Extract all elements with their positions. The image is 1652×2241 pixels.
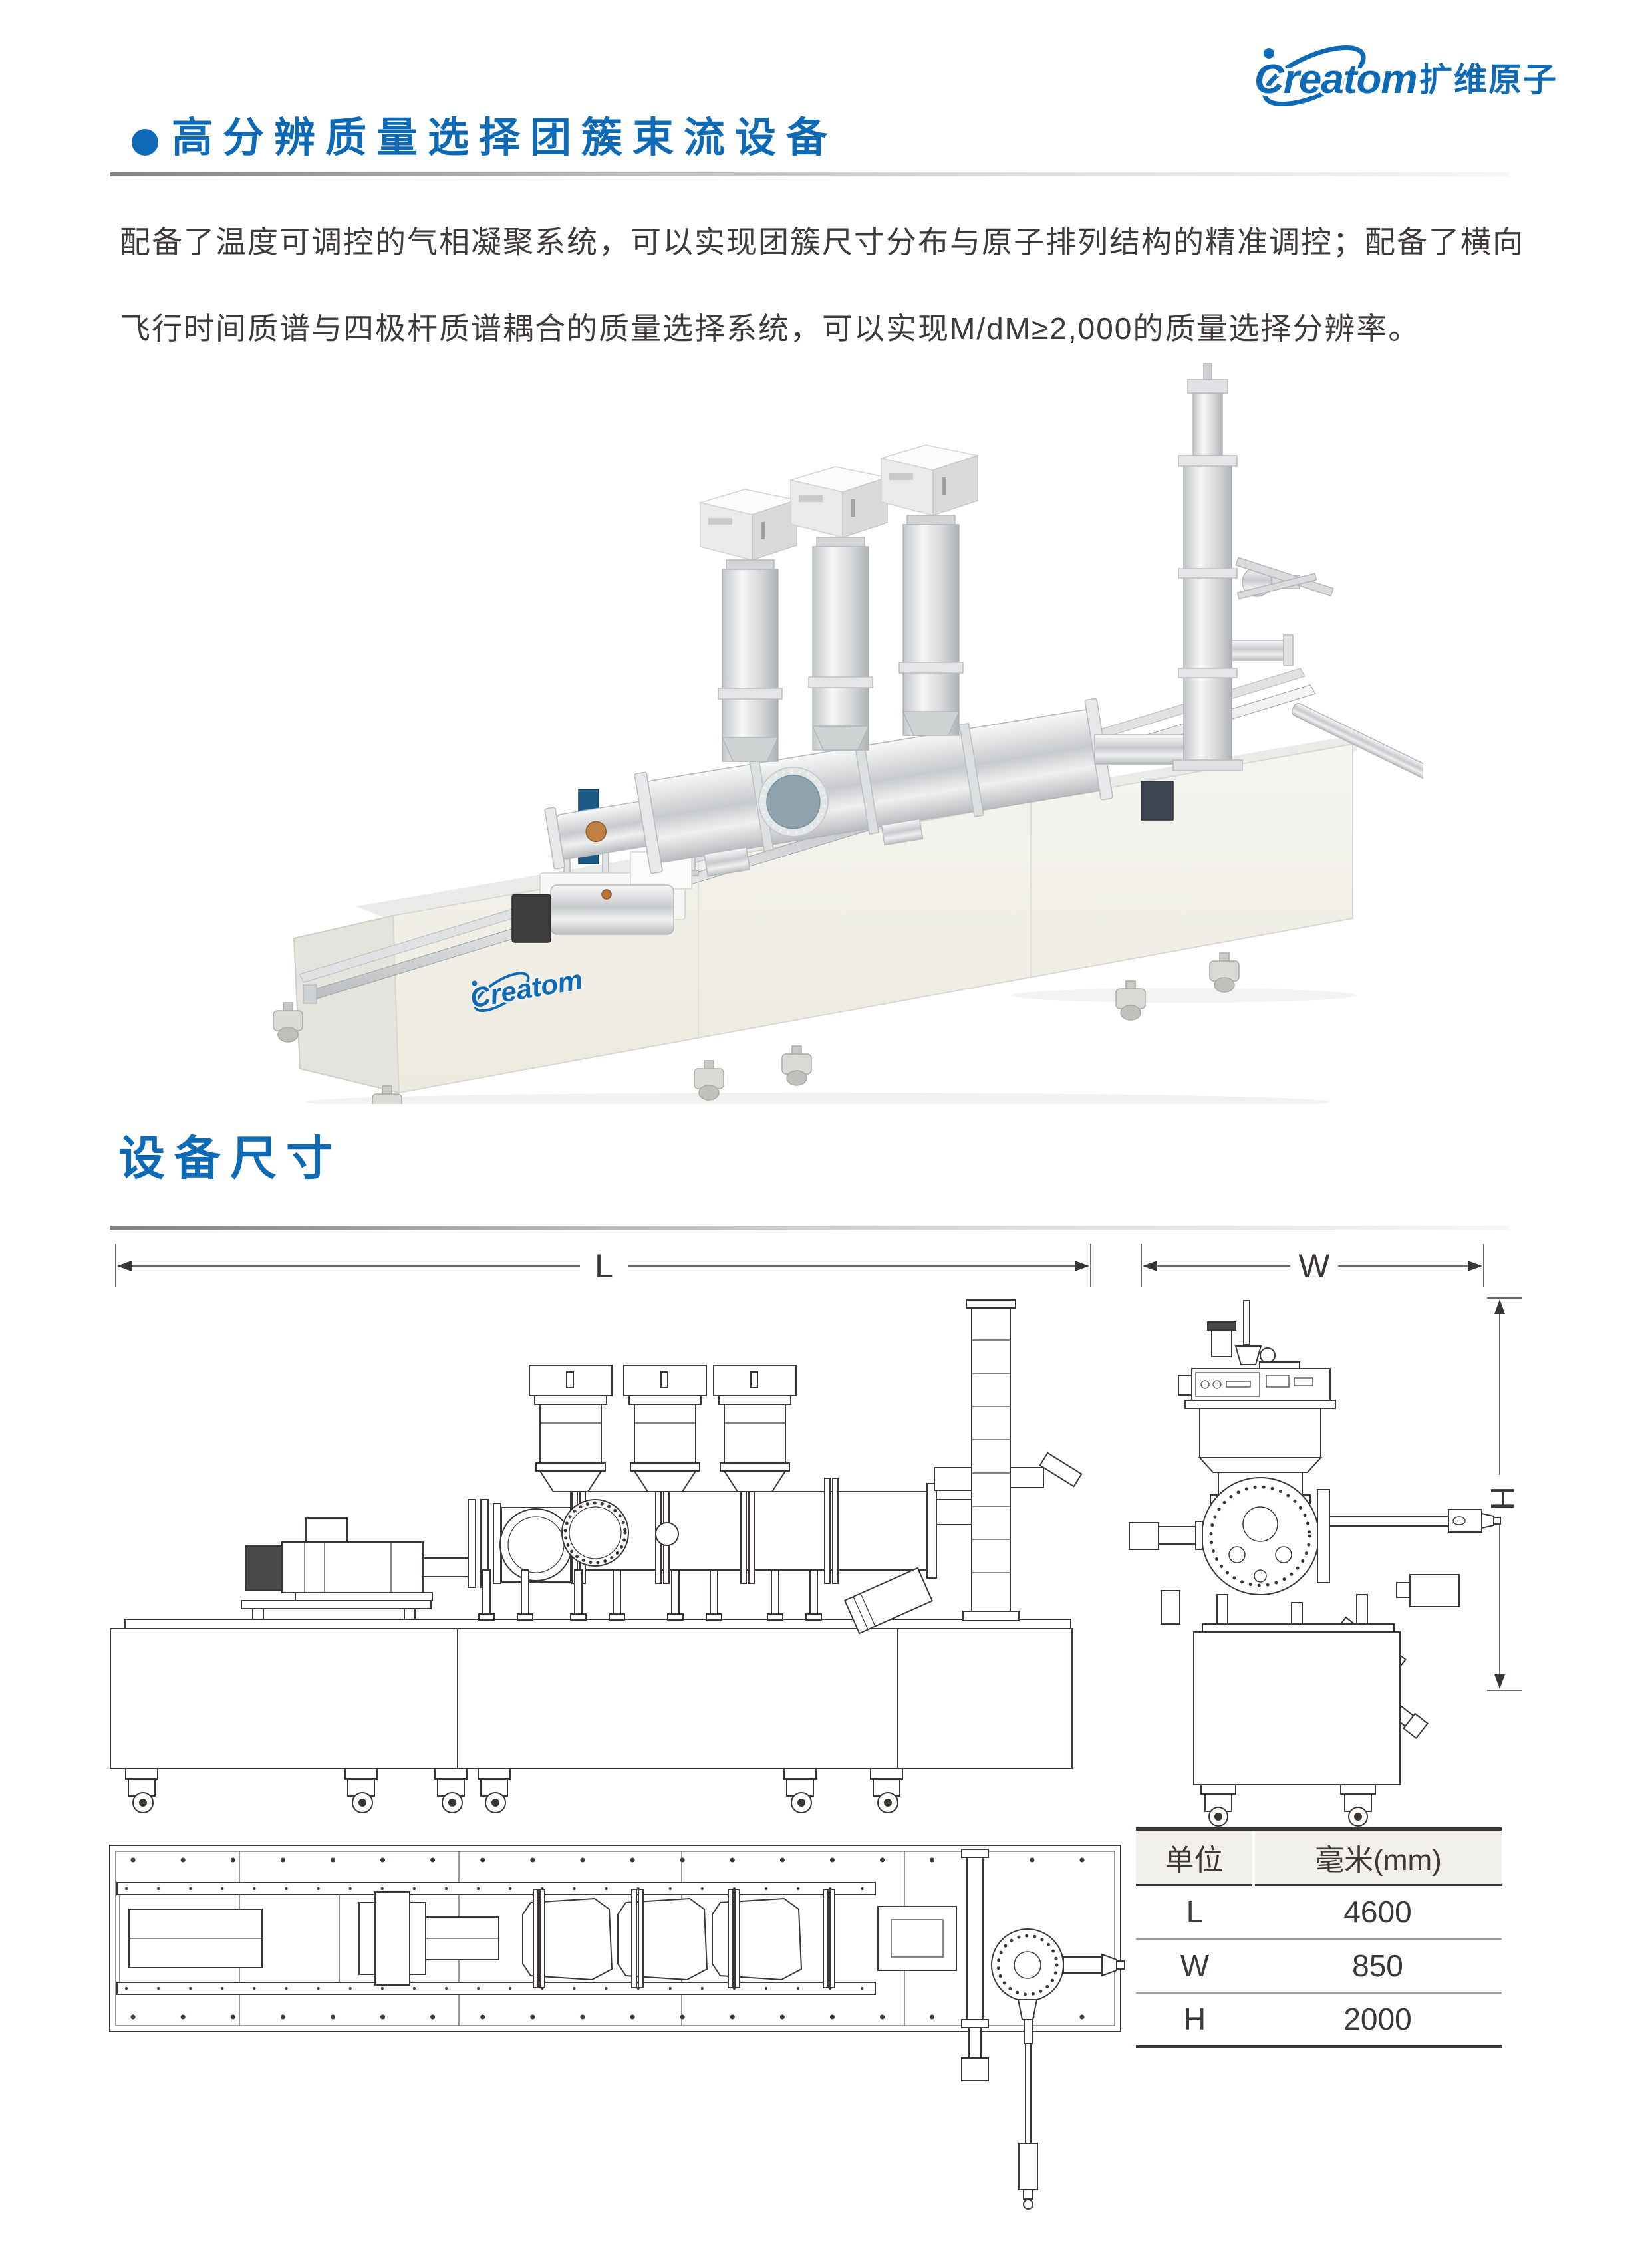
front-view-drawing: [110, 1299, 1083, 1813]
pump-tower-3: [879, 444, 980, 736]
floor-shadow: [306, 1093, 1330, 1104]
logo-cn-text: 扩维原子: [1419, 61, 1558, 98]
column-dark-box: [1141, 781, 1174, 821]
analysis-column: [1094, 363, 1423, 821]
side-view-drawing: [1129, 1300, 1501, 1827]
dimensions-divider: [110, 1226, 1510, 1230]
creatom-logo-text: Creatom: [1254, 57, 1417, 102]
size-table-row-l: L 4600: [1136, 1885, 1502, 1940]
size-row-h-value: 2000: [1254, 1992, 1502, 2048]
top-view-drawing: [109, 1845, 1125, 2210]
l-dimension: L: [115, 1244, 1091, 1287]
size-table-row-w: W 850: [1136, 1938, 1502, 1994]
brand-logo: Creatom 扩维原子: [1252, 45, 1558, 107]
pump-tower-2: [789, 466, 889, 751]
dimensions-heading: 设备尺寸: [118, 1132, 342, 1184]
logo-orbit-icon: [1262, 45, 1366, 107]
dimension-drawing: L W H: [109, 1244, 1522, 2210]
floor-shadow-right: [1011, 988, 1357, 1003]
pump-tower-1: [698, 489, 799, 762]
size-row-h-unit: H: [1136, 1992, 1254, 2048]
size-table-header-row: 单位 毫米(mm): [1136, 1827, 1502, 1886]
intro-line-1: 配备了温度可调控的气相凝聚系统，可以实现团簇尺寸分布与原子排列结构的精准调控；配…: [120, 225, 1524, 259]
size-row-w-unit: W: [1136, 1938, 1254, 1994]
size-table: 单位 毫米(mm) L 4600 W 850 H 2000: [1136, 1827, 1502, 2048]
size-table-header-unit: 单位: [1136, 1827, 1254, 1886]
title-divider: [110, 172, 1510, 176]
size-table-row-h: H 2000: [1136, 1992, 1502, 2048]
title-bullet-icon: [132, 129, 158, 156]
dimension-w-label: W: [1298, 1248, 1330, 1285]
vacuum-chamber: [544, 698, 1113, 877]
caster-wheels: [273, 952, 1240, 1104]
motor-block: [511, 894, 551, 943]
dimension-h-label: H: [1484, 1486, 1521, 1510]
dimension-l-label: L: [595, 1248, 613, 1285]
size-row-l-value: 4600: [1254, 1885, 1502, 1940]
intro-line-2: 飞行时间质谱与四极杆质谱耦合的质量选择系统，可以实现M/dM≥2,000的质量选…: [120, 311, 1421, 346]
size-row-w-value: 850: [1254, 1938, 1502, 1994]
size-row-l-unit: L: [1136, 1885, 1254, 1940]
page-title: 高分辨质量选择团簇束流设备: [172, 115, 838, 161]
size-table-header-mm: 毫米(mm): [1252, 1827, 1502, 1886]
w-dimension: W: [1141, 1244, 1484, 1287]
product-render: Creatom: [273, 363, 1423, 1104]
h-dimension: H: [1484, 1297, 1522, 1691]
